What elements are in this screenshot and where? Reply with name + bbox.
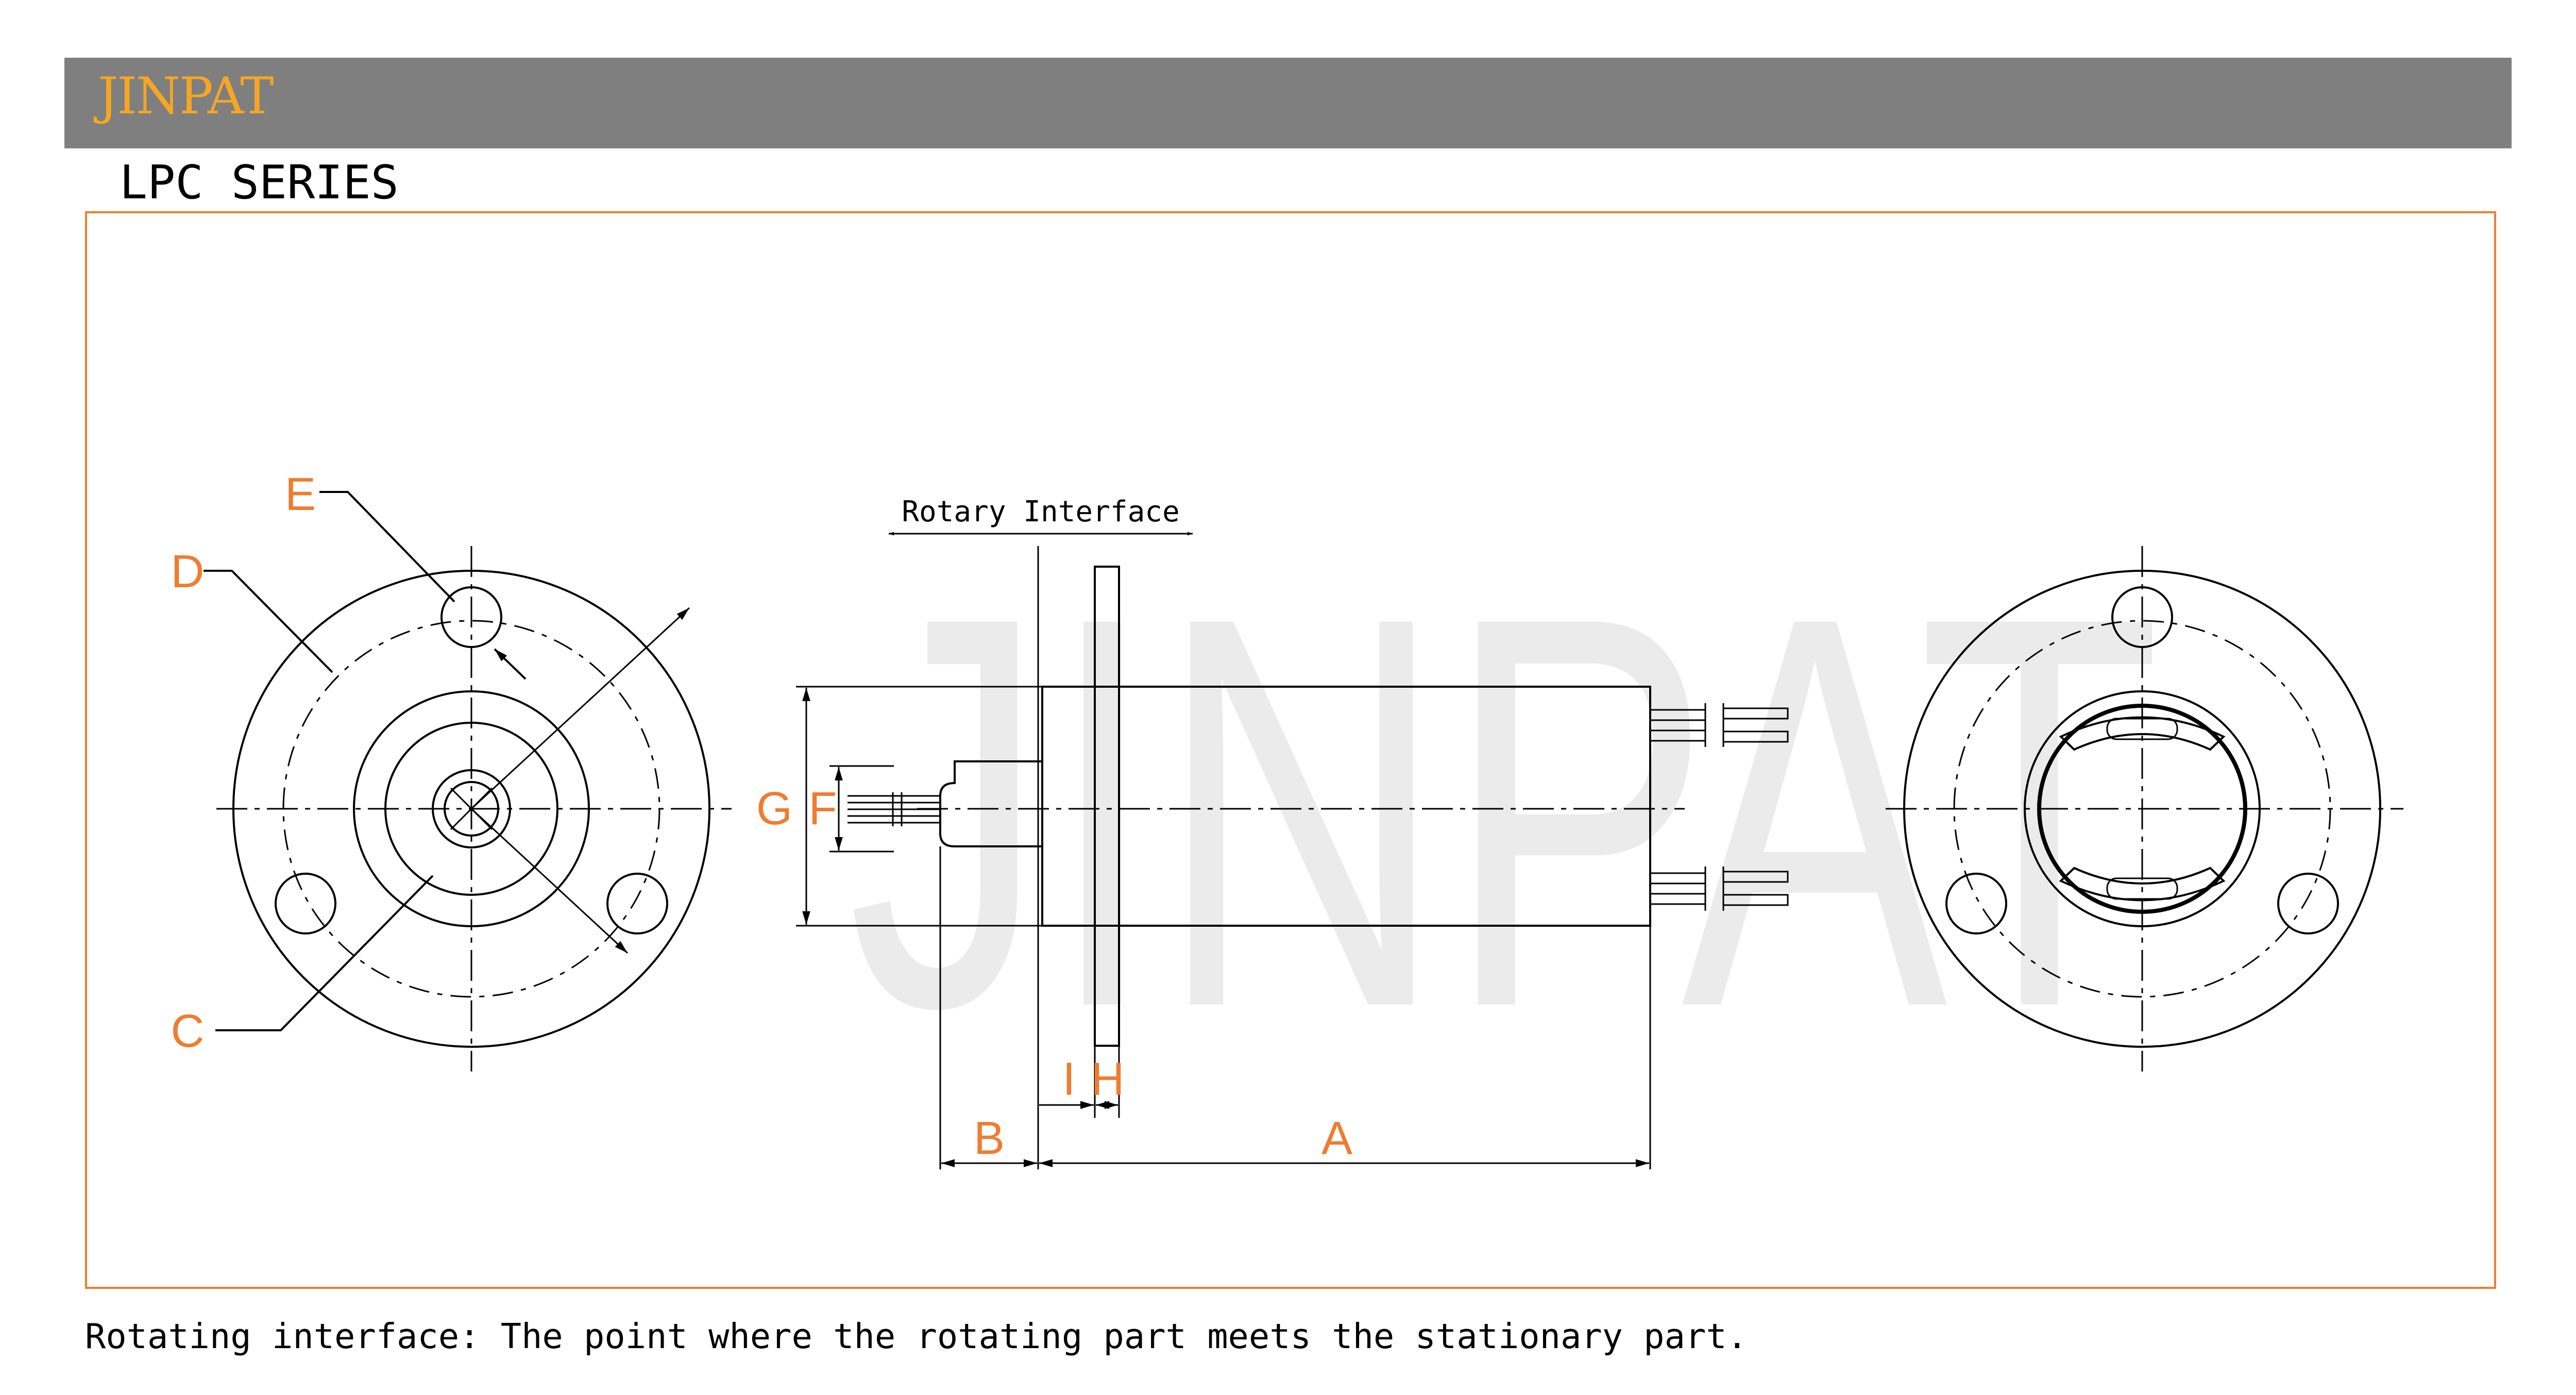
page-title: LPC SERIES xyxy=(120,156,399,210)
label-h: H xyxy=(1091,1053,1125,1105)
stator-wires xyxy=(1650,703,1789,911)
side-view xyxy=(796,532,1789,1169)
label-i: I xyxy=(1062,1053,1075,1105)
mount-hole-right xyxy=(606,873,668,934)
rotor-wires xyxy=(848,792,940,826)
label-d: D xyxy=(171,546,205,598)
label-c: C xyxy=(171,1006,205,1057)
front-view xyxy=(204,491,732,1071)
label-b: B xyxy=(974,1113,1005,1164)
label-e: E xyxy=(285,469,316,520)
label-f: F xyxy=(809,783,837,835)
leader-e-tail xyxy=(494,648,527,680)
leader-c xyxy=(215,875,434,1031)
side-shaft xyxy=(939,760,1043,847)
watermark: JINPAT xyxy=(848,501,2161,1122)
interface-label: Rotary Interface xyxy=(902,495,1179,529)
rear-hole-right xyxy=(2277,873,2339,934)
rear-view xyxy=(1886,546,2403,1071)
leader-e xyxy=(319,491,455,603)
mount-hole-left xyxy=(275,873,336,934)
drawing-frame xyxy=(85,211,2496,1289)
brand-logo: JINPAT xyxy=(98,67,274,126)
leader-d xyxy=(204,570,333,673)
side-flange xyxy=(1094,566,1120,1047)
dim-flange-diagonal xyxy=(470,607,690,810)
header-bar: JINPAT xyxy=(64,58,2512,148)
label-g: G xyxy=(756,783,792,835)
rear-hole-left xyxy=(1945,873,2007,934)
label-a: A xyxy=(1321,1113,1352,1164)
footnote: Rotating interface: The point where the … xyxy=(85,1316,1748,1356)
